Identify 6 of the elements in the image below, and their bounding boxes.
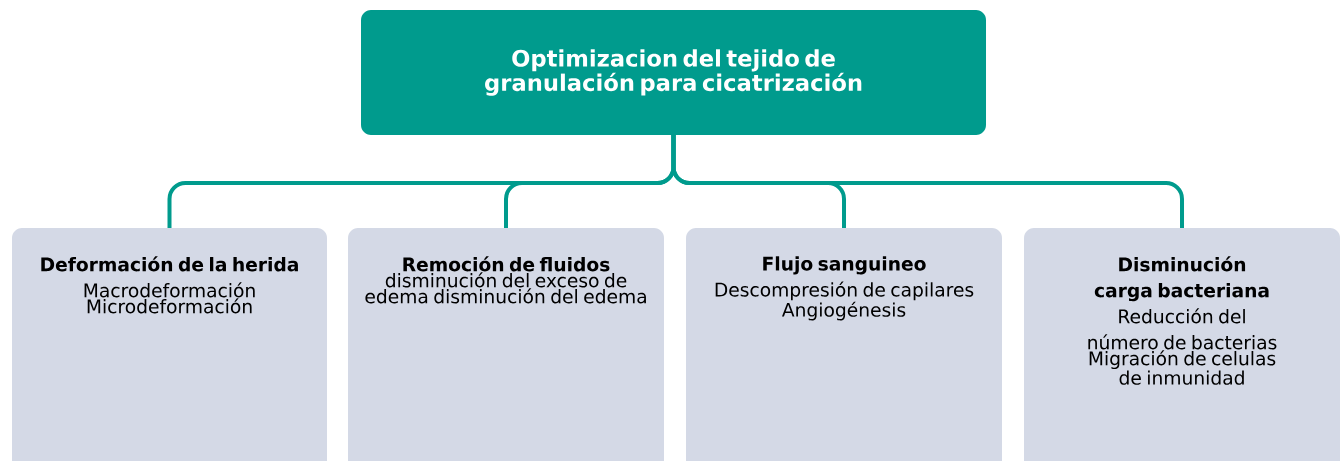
- title-box: Optimizacion del tejido de granulación para cicatrización: [361, 10, 986, 135]
- category-box: Disminución carga bacteriana Reducción del número de bacterias Migración de celulas de inmunidad: [1024, 228, 1340, 461]
- connector-line: [671, 135, 1184, 228]
- category-box: Flujo sanguineo Descompresión de capilares Angiogénesis: [686, 228, 1002, 461]
- category-box: Remoción de fluidos disminución del exceso de edema disminución del edema: [348, 228, 664, 461]
- category-box: Deformación de la herida Macrodeformación Microdeformación: [12, 228, 327, 461]
